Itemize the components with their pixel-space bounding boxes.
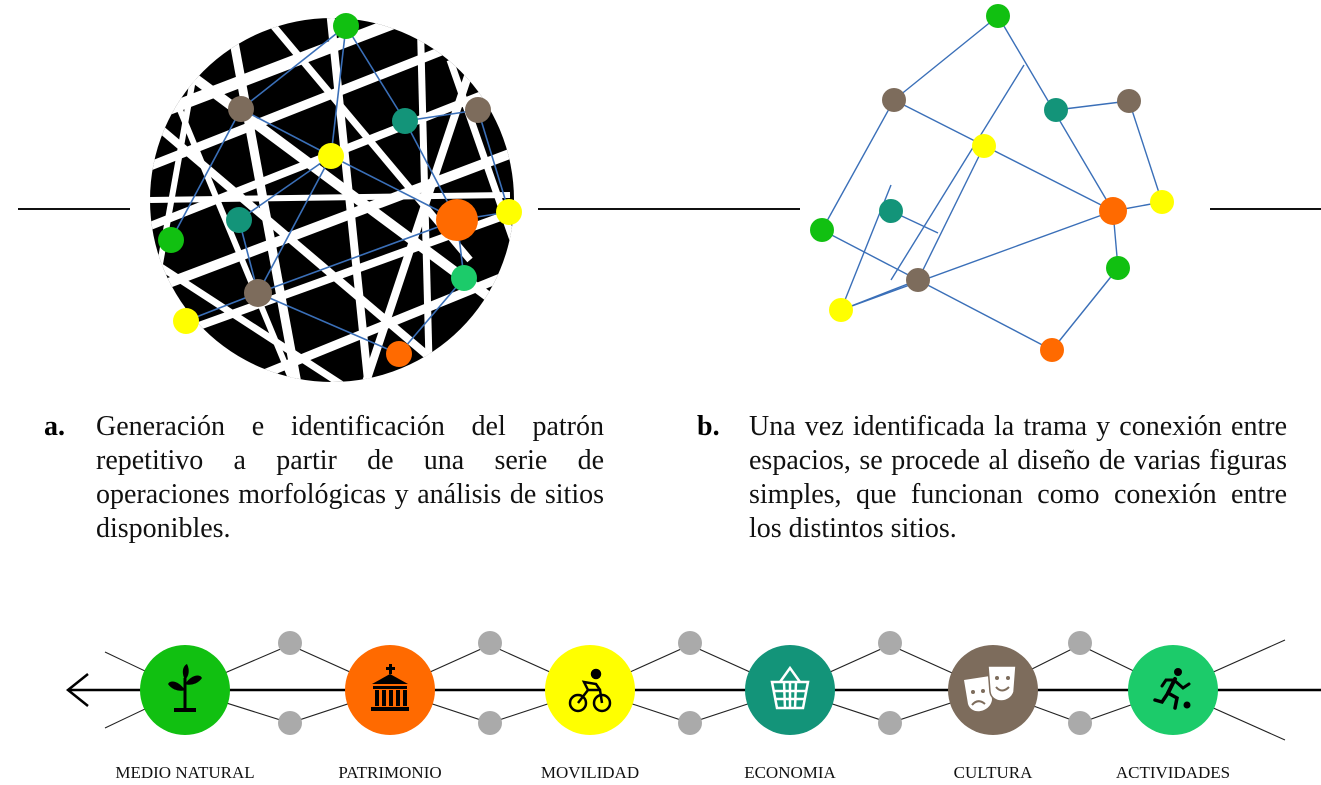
monument-icon	[371, 664, 409, 711]
graph-node-orange	[1099, 197, 1127, 225]
map-node-teal	[226, 207, 252, 233]
caption-marker: b.	[697, 411, 720, 442]
graph-node-green	[1106, 256, 1130, 280]
map-node-mint	[451, 265, 477, 291]
connector-dot	[678, 711, 702, 735]
map-node-orange	[386, 341, 412, 367]
category-circle-actividades	[1128, 645, 1218, 735]
plant-icon	[168, 664, 202, 712]
graph-node-yellow	[829, 298, 853, 322]
category-label-patrimonio: PATRIMONIO	[338, 763, 442, 782]
map-node-brown	[465, 97, 491, 123]
bicycle-icon	[568, 668, 612, 713]
graph-node-orange	[1040, 338, 1064, 362]
graph-node-teal	[1044, 98, 1068, 122]
graph-node-yellow	[972, 134, 996, 158]
caption-a: a. Generación e identificación del patró…	[44, 410, 604, 546]
map-node-yellow	[318, 143, 344, 169]
category-label-medio-natural: MEDIO NATURAL	[115, 763, 255, 782]
caption-text: Generación e identificación del patrón r…	[96, 411, 604, 544]
arrow-left-icon	[65, 673, 89, 707]
graph-node-brown	[1117, 89, 1141, 113]
map-node-teal	[392, 108, 418, 134]
graph-node-brown	[906, 268, 930, 292]
connector-dot	[278, 711, 302, 735]
basket-icon	[770, 665, 810, 710]
category-label-cultura: CULTURA	[953, 763, 1033, 782]
connector-dot	[878, 631, 902, 655]
graph-node-teal	[879, 199, 903, 223]
map-node-green	[158, 227, 184, 253]
caption-marker: a.	[44, 411, 65, 442]
graph-node-brown	[882, 88, 906, 112]
map-node-yellow	[496, 199, 522, 225]
map-node-brown	[228, 96, 254, 122]
map-node-orange	[436, 199, 478, 241]
caption-b: b. Una vez identificada la trama y conex…	[697, 410, 1287, 546]
connector-dot	[1068, 711, 1092, 735]
category-timeline	[65, 631, 1321, 741]
graph-node-green	[986, 4, 1010, 28]
connector-dot	[478, 631, 502, 655]
category-label-actividades: ACTIVIDADES	[1115, 763, 1231, 782]
map-node-yellow	[173, 308, 199, 334]
connector-dot	[1068, 631, 1092, 655]
soccer-player-icon	[1153, 668, 1191, 710]
connector-dot	[678, 631, 702, 655]
map-node-green	[333, 13, 359, 39]
graph-node-yellow	[1150, 190, 1174, 214]
network-graph	[810, 4, 1174, 362]
category-label-movilidad: MOVILIDAD	[540, 763, 640, 782]
graph-node-green	[810, 218, 834, 242]
connector-dot	[478, 711, 502, 735]
category-label-economia: ECONOMIA	[744, 763, 836, 782]
map-node-brown	[244, 279, 272, 307]
connector-dot	[878, 711, 902, 735]
street-map-circle	[150, 13, 522, 382]
theater-masks-icon	[964, 665, 1017, 712]
caption-text: Una vez identificada la trama y conexión…	[749, 411, 1287, 544]
connector-dot	[278, 631, 302, 655]
